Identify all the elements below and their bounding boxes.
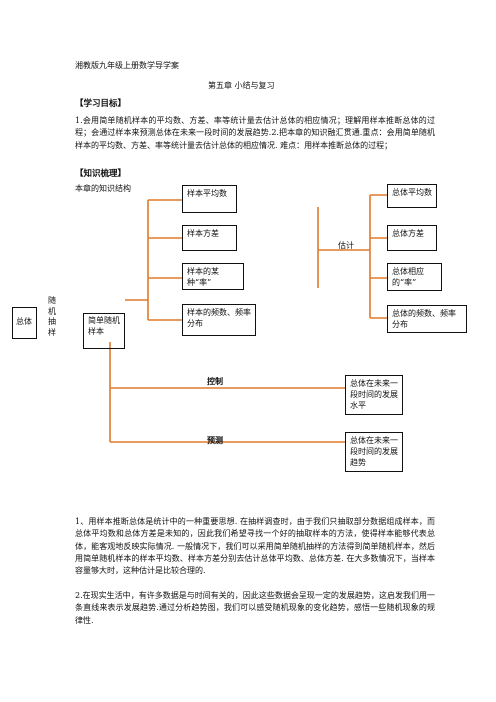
goals-heading: 【学习目标】 [75, 99, 127, 109]
population-frequency-box: 总体的频数、频率分布 [387, 305, 467, 333]
goals-text: 1.会用简单随机样本的平均数、方差、率等统计量去估计总体的相应情况；理解用样本推… [75, 116, 435, 150]
header-subject: 湘教版九年级上册数学导学案 [75, 61, 179, 70]
population-variance-box: 总体方差 [387, 225, 437, 251]
control-label: 控制 [207, 376, 223, 386]
simple-random-sample-box: 简单随机样本 [83, 313, 125, 349]
paragraph-2: 2.在现实生活中，有许多数据是与时间有关的，因此这些数据会呈现一定的发展趋势，这… [75, 591, 435, 625]
review-heading: 【知识梳理】 [75, 169, 127, 179]
sample-frequency-box: 样本的频数、频率分布 [182, 304, 256, 336]
predict-label: 预测 [207, 435, 223, 445]
population-box: 总体 [12, 307, 37, 339]
sample-rate-box: 样本的某种“率” [182, 263, 244, 290]
control-target-box: 总体在未来一段时间的发展水平 [345, 375, 403, 415]
paragraph-1: 1、用样本推断总体是统计中的一种重要思想. 在抽样调查时，由于我们只抽取部分数据… [75, 517, 435, 576]
structure-label: 本章的知识结构 [75, 184, 131, 193]
sample-variance-box: 样本方差 [182, 225, 237, 251]
predict-target-box: 总体在未来一段时间的发展趋势 [345, 432, 403, 472]
chapter-title: 第五章 小结与复习 [208, 81, 275, 90]
estimate-label: 估计 [338, 241, 354, 250]
population-mean-box: 总体平均数 [387, 184, 437, 208]
random-sampling-label: 随机抽样 [48, 296, 56, 337]
population-rate-box: 总体相应的“率” [387, 263, 442, 291]
sample-mean-box: 样本平均数 [182, 185, 237, 213]
